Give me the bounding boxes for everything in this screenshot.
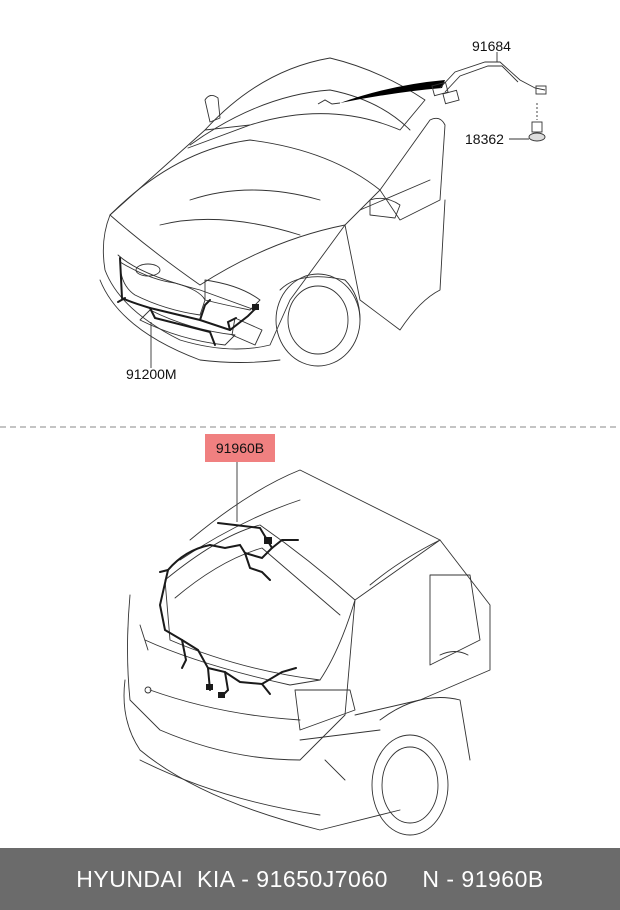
rear-tailgate-harness: [158, 522, 299, 697]
harness-connector: [252, 304, 259, 310]
harness-connector: [264, 537, 272, 544]
highlighted-part-label: 91960B: [205, 434, 275, 462]
part-number-18362: 18362: [465, 131, 504, 147]
footer-bar: HYUNDAI KIA - 91650J7060 N - 91960B: [0, 848, 620, 910]
sensor-assembly: [431, 61, 547, 105]
front-bumper-harness: [117, 257, 257, 346]
callout-arrow: [340, 80, 445, 103]
sensor-wire-stub: [317, 99, 341, 105]
rear-car-illustration: [123, 469, 491, 836]
harness-connector: [218, 692, 225, 698]
part-number-91200M: 91200M: [126, 366, 177, 382]
harness-connector: [206, 684, 213, 690]
front-car-illustration: [99, 57, 446, 367]
part-number-91960B: 91960B: [215, 440, 265, 456]
footer-part-info: HYUNDAI KIA - 91650J7060 N - 91960B: [76, 865, 544, 892]
wiring-diagram: [0, 52, 620, 836]
part-number-91684: 91684: [472, 38, 511, 54]
screw-icon: [509, 103, 546, 142]
